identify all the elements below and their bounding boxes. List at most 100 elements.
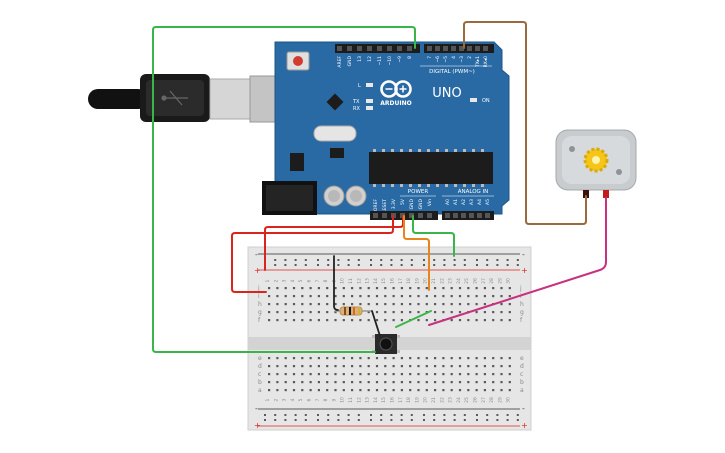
breadboard-hole[interactable] xyxy=(375,295,379,298)
breadboard-hole[interactable] xyxy=(367,295,370,298)
rail-hole[interactable] xyxy=(327,414,330,416)
rail-hole[interactable] xyxy=(370,259,372,261)
rail-hole[interactable] xyxy=(284,264,287,266)
breadboard-hole[interactable] xyxy=(434,357,437,360)
pushbutton-cap[interactable] xyxy=(379,337,393,351)
breadboard-hole[interactable] xyxy=(367,287,370,290)
rail-hole[interactable] xyxy=(380,259,383,261)
rail-hole[interactable] xyxy=(294,414,297,416)
breadboard-hole[interactable] xyxy=(268,365,271,368)
breadboard-hole[interactable] xyxy=(334,357,337,360)
breadboard-hole[interactable] xyxy=(442,357,445,360)
breadboard-hole[interactable] xyxy=(458,373,462,376)
breadboard-hole[interactable] xyxy=(450,319,453,322)
rail-hole[interactable] xyxy=(443,414,446,416)
breadboard-hole[interactable] xyxy=(400,303,403,306)
rail-hole[interactable] xyxy=(400,259,403,261)
rail-hole[interactable] xyxy=(433,259,436,261)
breadboard-hole[interactable] xyxy=(434,373,437,376)
rail-hole[interactable] xyxy=(496,414,499,416)
rail-hole[interactable] xyxy=(463,414,466,416)
breadboard-hole[interactable] xyxy=(492,311,495,314)
breadboard-hole[interactable] xyxy=(268,287,271,290)
breadboard-hole[interactable] xyxy=(375,381,379,384)
rail-hole[interactable] xyxy=(463,264,466,266)
breadboard-hole[interactable] xyxy=(351,319,354,322)
wire-green-pin8[interactable] xyxy=(152,26,416,353)
breadboard-hole[interactable] xyxy=(450,365,453,368)
breadboard-hole[interactable] xyxy=(442,381,445,384)
breadboard-hole[interactable] xyxy=(450,389,453,392)
rail-hole[interactable] xyxy=(400,264,403,266)
breadboard-hole[interactable] xyxy=(450,357,453,360)
breadboard-hole[interactable] xyxy=(384,357,387,360)
breadboard-hole[interactable] xyxy=(292,357,296,360)
rail-hole[interactable] xyxy=(423,414,425,416)
breadboard-hole[interactable] xyxy=(492,295,495,298)
breadboard-hole[interactable] xyxy=(334,389,337,392)
breadboard-hole[interactable] xyxy=(450,311,453,314)
rail-hole[interactable] xyxy=(294,264,297,266)
breadboard-hole[interactable] xyxy=(351,287,354,290)
breadboard-hole[interactable] xyxy=(342,357,345,360)
breadboard-hole[interactable] xyxy=(508,373,511,376)
breadboard-hole[interactable] xyxy=(334,311,337,314)
breadboard-hole[interactable] xyxy=(417,287,420,290)
breadboard-hole[interactable] xyxy=(425,319,428,322)
breadboard-hole[interactable] xyxy=(342,303,345,306)
rail-hole[interactable] xyxy=(370,419,372,421)
breadboard-hole[interactable] xyxy=(400,287,403,290)
breadboard-hole[interactable] xyxy=(301,295,304,298)
breadboard-hole[interactable] xyxy=(301,389,304,392)
breadboard-hole[interactable] xyxy=(317,365,320,368)
breadboard-hole[interactable] xyxy=(351,357,354,360)
breadboard-hole[interactable] xyxy=(400,373,403,376)
breadboard-hole[interactable] xyxy=(442,311,445,314)
breadboard-hole[interactable] xyxy=(467,303,470,306)
breadboard-hole[interactable] xyxy=(351,373,354,376)
breadboard-hole[interactable] xyxy=(500,365,503,368)
breadboard-hole[interactable] xyxy=(334,303,337,306)
breadboard-hole[interactable] xyxy=(359,381,362,384)
breadboard-hole[interactable] xyxy=(359,295,362,298)
wire-red-3v3[interactable] xyxy=(231,215,394,293)
breadboard-hole[interactable] xyxy=(317,389,320,392)
wire-orange[interactable] xyxy=(403,215,430,291)
breadboard-hole[interactable] xyxy=(309,381,312,384)
breadboard-hole[interactable] xyxy=(450,295,453,298)
rail-hole[interactable] xyxy=(337,264,340,266)
breadboard-hole[interactable] xyxy=(375,303,379,306)
breadboard-hole[interactable] xyxy=(492,365,495,368)
breadboard-hole[interactable] xyxy=(292,373,296,376)
rail-hole[interactable] xyxy=(423,264,425,266)
rail-hole[interactable] xyxy=(347,419,350,421)
breadboard-hole[interactable] xyxy=(375,357,379,360)
rail-hole[interactable] xyxy=(317,414,319,416)
breadboard-hole[interactable] xyxy=(417,319,420,322)
breadboard-hole[interactable] xyxy=(508,303,511,306)
breadboard-hole[interactable] xyxy=(392,295,395,298)
breadboard-hole[interactable] xyxy=(409,357,412,360)
rail-hole[interactable] xyxy=(357,264,360,266)
breadboard-hole[interactable] xyxy=(458,311,462,314)
breadboard-hole[interactable] xyxy=(392,311,395,314)
breadboard-hole[interactable] xyxy=(450,381,453,384)
breadboard-hole[interactable] xyxy=(309,311,312,314)
dc-motor[interactable] xyxy=(555,129,637,198)
breadboard-hole[interactable] xyxy=(500,295,503,298)
breadboard-hole[interactable] xyxy=(284,365,287,368)
breadboard-hole[interactable] xyxy=(384,311,387,314)
breadboard-hole[interactable] xyxy=(400,365,403,368)
breadboard-hole[interactable] xyxy=(301,381,304,384)
breadboard-hole[interactable] xyxy=(417,303,420,306)
breadboard-hole[interactable] xyxy=(500,287,503,290)
breadboard-hole[interactable] xyxy=(417,365,420,368)
breadboard-hole[interactable] xyxy=(342,287,345,290)
breadboard-hole[interactable] xyxy=(342,389,345,392)
breadboard-hole[interactable] xyxy=(351,303,354,306)
breadboard-hole[interactable] xyxy=(425,295,428,298)
breadboard-hole[interactable] xyxy=(326,295,329,298)
breadboard-hole[interactable] xyxy=(425,303,428,306)
rail-hole[interactable] xyxy=(400,419,403,421)
breadboard-hole[interactable] xyxy=(317,373,320,376)
